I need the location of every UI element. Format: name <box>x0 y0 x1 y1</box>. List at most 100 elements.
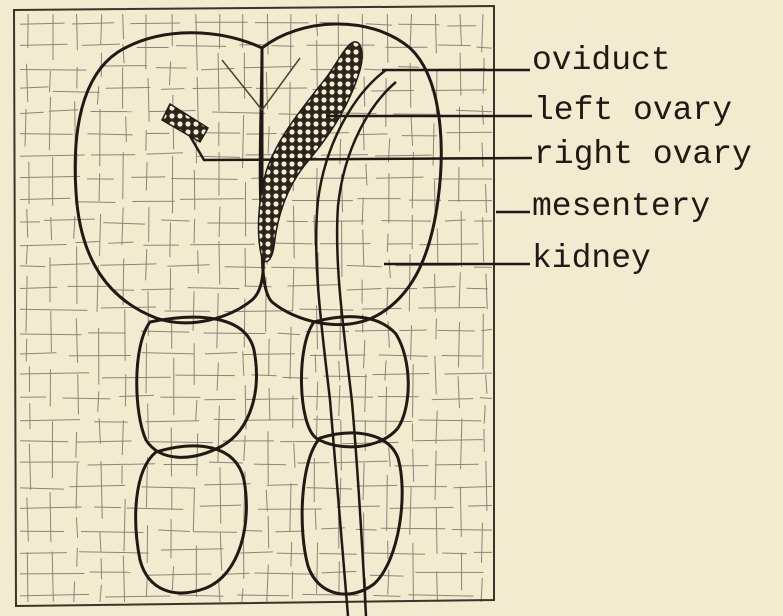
mesentery-hatch <box>219 582 220 602</box>
mesentery-hatch <box>435 451 436 500</box>
mesentery-hatch <box>198 250 199 273</box>
mesentery-hatch <box>315 354 316 372</box>
mesentery-hatch <box>194 219 195 243</box>
mesentery-hatch <box>437 571 438 602</box>
mesentery-hatch <box>363 230 364 266</box>
mesentery-hatch <box>390 507 454 508</box>
label-mesentery: mesentery <box>532 190 710 223</box>
mesentery-hatch <box>76 463 77 509</box>
mesentery-hatch <box>218 406 219 463</box>
mesentery-hatch <box>413 364 414 417</box>
mesentery-hatch <box>156 68 187 69</box>
mesentery-hatch <box>146 162 147 190</box>
mesentery-hatch <box>122 420 123 455</box>
mesentery-hatch <box>244 436 245 461</box>
mesentery-hatch <box>27 498 28 542</box>
mesentery-hatch <box>373 374 430 375</box>
mesentery-hatch <box>337 506 380 507</box>
mesentery-hatch <box>355 330 393 331</box>
mesentery-hatch <box>244 420 307 421</box>
mesentery-hatch <box>101 14 102 45</box>
mesentery-hatch <box>267 484 298 485</box>
mesentery-hatch <box>219 241 220 284</box>
mesentery-hatch <box>172 566 173 590</box>
mesentery-hatch <box>480 398 492 399</box>
mesentery-hatch <box>423 287 456 288</box>
mesentery-hatch <box>142 289 174 290</box>
mesentery-hatch <box>282 377 308 378</box>
mesentery-hatch <box>389 447 390 467</box>
mesentery-hatch <box>435 464 479 465</box>
mesentery-hatch <box>245 286 272 287</box>
mesentery-hatch <box>337 461 388 462</box>
mesentery-hatch <box>148 403 149 439</box>
mesentery-hatch <box>482 143 483 167</box>
mesentery-hatch <box>486 375 487 394</box>
mesentery-hatch <box>20 287 57 288</box>
mesentery-hatch <box>237 595 288 596</box>
mesentery-hatch <box>387 14 388 63</box>
mesentery-hatch <box>290 327 291 379</box>
mesentery-hatch <box>193 488 194 532</box>
mesentery-hatch <box>218 53 219 111</box>
mesentery-hatch <box>76 432 77 458</box>
mesentery-hatch <box>483 58 484 94</box>
mesentery-hatch <box>365 374 366 412</box>
mesentery-hatch <box>20 309 87 310</box>
mesentery-hatch <box>20 420 80 421</box>
mesentery-hatch <box>442 355 482 356</box>
mesentery-hatch <box>20 353 56 354</box>
mesentery-hatch <box>20 594 89 595</box>
left-ovary <box>259 42 362 262</box>
mesentery-hatch <box>387 475 388 531</box>
mesentery-hatch <box>437 228 438 263</box>
mesentery-hatch <box>178 595 224 596</box>
left-kidney-lower-lobe <box>136 446 247 593</box>
mesentery-hatch <box>106 88 151 89</box>
mesentery-hatch <box>340 139 341 164</box>
mesentery-hatch <box>50 264 90 265</box>
mesentery-hatch <box>74 582 75 602</box>
mesentery-hatch <box>315 508 316 529</box>
mesentery-hatch <box>375 155 432 156</box>
mesentery-hatch <box>319 554 357 555</box>
mesentery-hatch <box>374 596 401 597</box>
mesentery-hatch <box>459 272 460 307</box>
mesentery-hatch <box>438 330 475 331</box>
mesentery-hatch <box>413 543 414 601</box>
mesentery-hatch <box>51 311 52 352</box>
right-ovary <box>162 104 208 142</box>
mesentery-hatch <box>193 88 253 89</box>
mesentery-hatch <box>466 288 487 289</box>
mesentery-hatch <box>254 464 286 465</box>
mesentery-hatch <box>158 530 190 531</box>
mesentery-hatch <box>386 387 387 435</box>
mesentery-hatch <box>20 266 45 267</box>
mesentery-hatch <box>376 177 424 178</box>
mesentery-hatch <box>20 198 71 199</box>
mesentery-hatch <box>468 505 492 506</box>
mesentery-hatch <box>170 222 171 257</box>
mesentery-hatch <box>188 288 240 289</box>
mesentery-hatch <box>456 110 492 111</box>
mesentery-hatch <box>20 134 73 135</box>
mesentery-hatch <box>267 14 268 54</box>
label-left-ovary: left ovary <box>534 94 732 127</box>
mesentery-hatch <box>49 110 78 111</box>
mesentery-hatch <box>317 543 318 594</box>
mesentery-hatch <box>366 164 367 186</box>
mesentery-hatch <box>26 246 27 265</box>
mesentery-hatch <box>398 67 419 68</box>
mesentery-hatch <box>460 14 461 46</box>
mesentery-hatch <box>145 421 199 422</box>
mesentery-hatch <box>29 444 30 490</box>
mesentery-hatch <box>339 561 340 595</box>
mesentery-hatch <box>75 242 99 243</box>
mesentery-hatch <box>26 276 27 333</box>
mesentery-hatch <box>436 508 437 554</box>
mesentery-hatch <box>76 202 115 203</box>
mesentery-hatch <box>431 90 487 91</box>
label-oviduct: oviduct <box>532 44 671 77</box>
mesentery-hatch <box>94 507 121 508</box>
